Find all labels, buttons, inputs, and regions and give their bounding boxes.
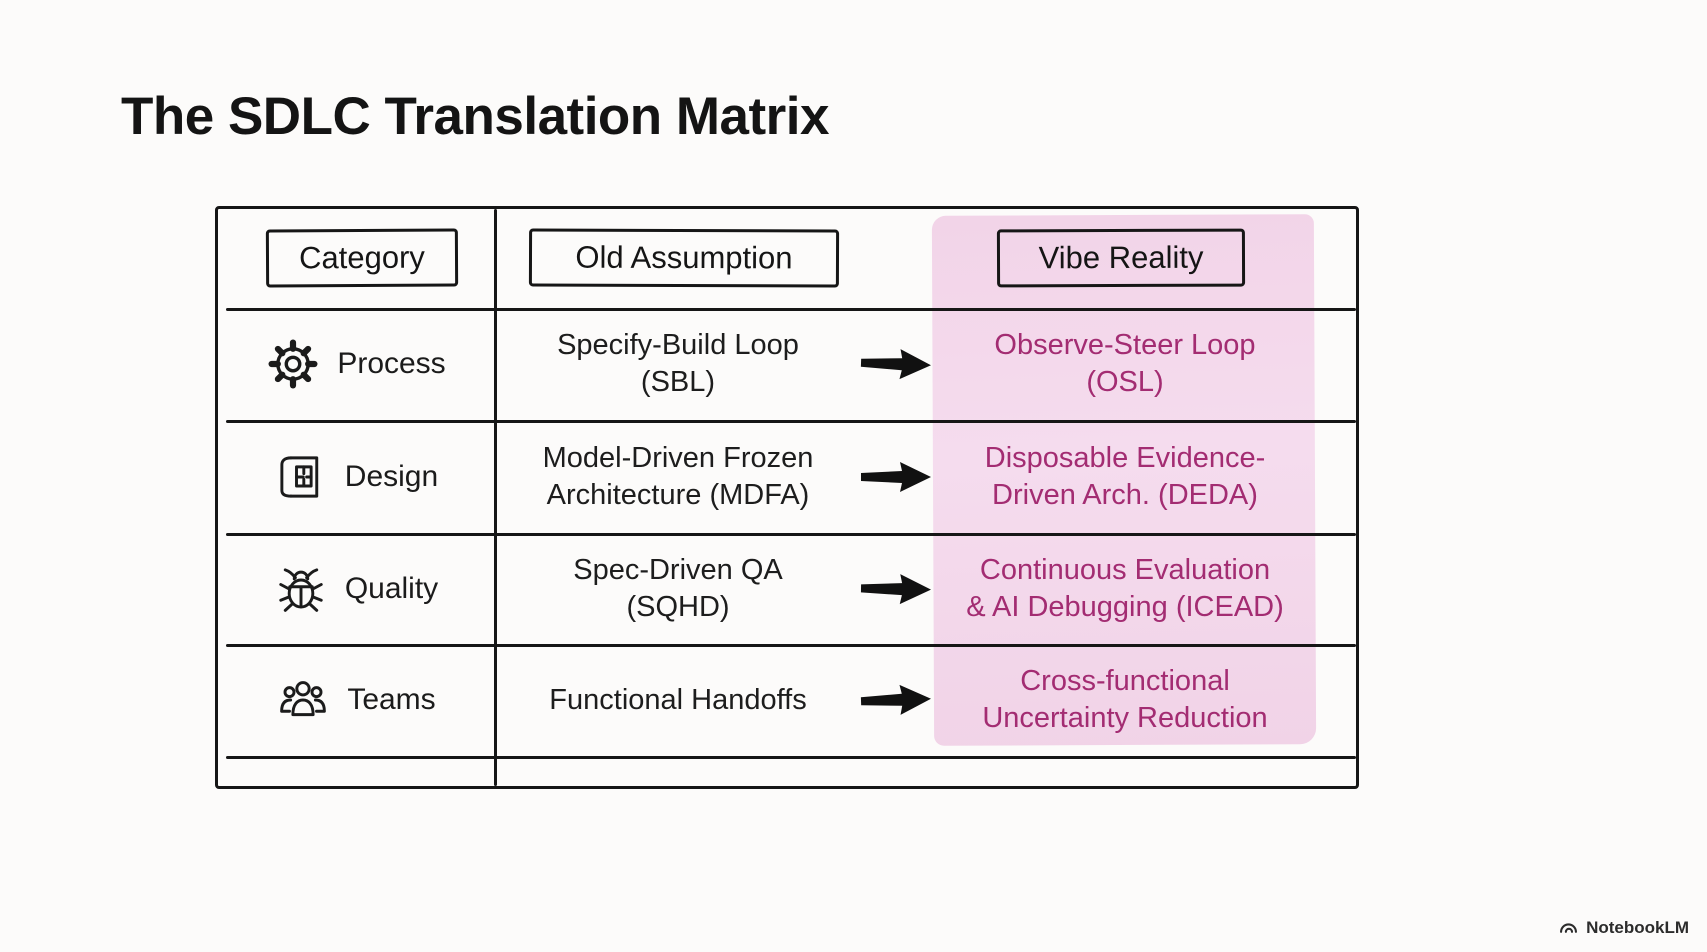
old-assumption-text: Architecture (MDFA) — [546, 478, 810, 511]
vibe-reality-text: Cross-functional — [1020, 665, 1230, 697]
table-row-teams: Teams Functional Handoffs Cross-function… — [218, 644, 1356, 756]
category-cell: Process — [218, 308, 494, 420]
category-label: Teams — [347, 683, 436, 716]
old-assumption-cell: Model-Driven Frozen Architecture (MDFA) — [500, 420, 856, 533]
header-box-category: Category — [265, 228, 459, 288]
arrow-cell — [856, 308, 936, 420]
watermark-label: NotebookLM — [1586, 917, 1689, 937]
vibe-reality-cell: Observe-Steer Loop (OSL) — [935, 308, 1315, 420]
vibe-reality-cell: Disposable Evidence- Driven Arch. (DEDA) — [935, 420, 1315, 533]
vibe-reality-text: Observe-Steer Loop — [994, 329, 1256, 361]
row-divider-line — [226, 644, 1356, 647]
vibe-reality-cell: Cross-functional Uncertainty Reduction — [935, 644, 1315, 756]
table-row-design: Design Model-Driven Frozen Architecture … — [218, 420, 1356, 533]
notebooklm-logo-icon — [1558, 917, 1579, 938]
old-assumption-text: (SQHD) — [626, 590, 730, 623]
gear-icon — [266, 337, 320, 391]
old-assumption-text: Functional Handoffs — [549, 683, 807, 716]
vibe-reality-text: (OSL) — [1086, 366, 1164, 398]
header-label-old-assumption: Old Assumption — [575, 239, 793, 276]
category-cell: Quality — [218, 533, 494, 644]
old-assumption-cell: Functional Handoffs — [500, 644, 856, 756]
category-label: Process — [337, 347, 446, 380]
category-label: Design — [344, 459, 439, 493]
category-cell: Teams — [218, 644, 494, 756]
vibe-reality-text: Uncertainty Reduction — [982, 702, 1268, 734]
people-group-icon — [276, 673, 330, 727]
row-divider-line — [226, 756, 1356, 759]
old-assumption-text: (SBL) — [640, 366, 716, 398]
table-row-quality: Quality Spec-Driven QA (SQHD) Continuous… — [218, 533, 1356, 644]
vibe-reality-text: & AI Debugging (ICEAD) — [966, 590, 1284, 623]
page-title: The SDLC Translation Matrix — [121, 87, 830, 146]
old-assumption-cell: Specify-Build Loop (SBL) — [500, 308, 856, 420]
arrow-cell — [856, 533, 936, 644]
header-label-vibe-reality: Vibe Reality — [1038, 239, 1204, 276]
row-divider-line — [226, 420, 1356, 423]
header-label-category: Category — [299, 239, 425, 276]
right-arrow-icon — [857, 345, 934, 384]
arrow-cell — [856, 644, 936, 756]
right-arrow-icon — [858, 570, 935, 607]
row-divider-line — [226, 308, 1356, 311]
old-assumption-text: Specify-Build Loop — [557, 329, 799, 361]
column-divider-line — [494, 209, 497, 786]
category-label: Quality — [344, 571, 439, 605]
table-row-process: Process Specify-Build Loop (SBL) Observe… — [218, 308, 1356, 420]
right-arrow-icon — [857, 681, 934, 720]
vibe-reality-text: Continuous Evaluation — [979, 553, 1271, 586]
right-arrow-icon — [858, 459, 934, 495]
row-divider-line — [226, 533, 1356, 536]
bug-icon — [274, 562, 328, 616]
watermark: NotebookLM — [1558, 917, 1689, 938]
old-assumption-text: Model-Driven Frozen — [542, 441, 814, 474]
header-box-vibe-reality: Vibe Reality — [996, 228, 1246, 288]
old-assumption-text: Spec-Driven QA — [573, 553, 783, 586]
vibe-reality-cell: Continuous Evaluation & AI Debugging (IC… — [935, 533, 1315, 644]
vibe-reality-text: Disposable Evidence- — [984, 441, 1266, 474]
category-cell: Design — [218, 420, 494, 533]
blueprint-icon — [274, 450, 328, 504]
old-assumption-cell: Spec-Driven QA (SQHD) — [500, 533, 856, 644]
translation-matrix-table: Category Old Assumption Vibe Reality — [215, 206, 1359, 789]
header-row: Category Old Assumption Vibe Reality — [218, 209, 1356, 308]
header-box-old-assumption: Old Assumption — [528, 228, 840, 288]
arrow-cell — [856, 420, 936, 533]
vibe-reality-text: Driven Arch. (DEDA) — [992, 478, 1258, 511]
